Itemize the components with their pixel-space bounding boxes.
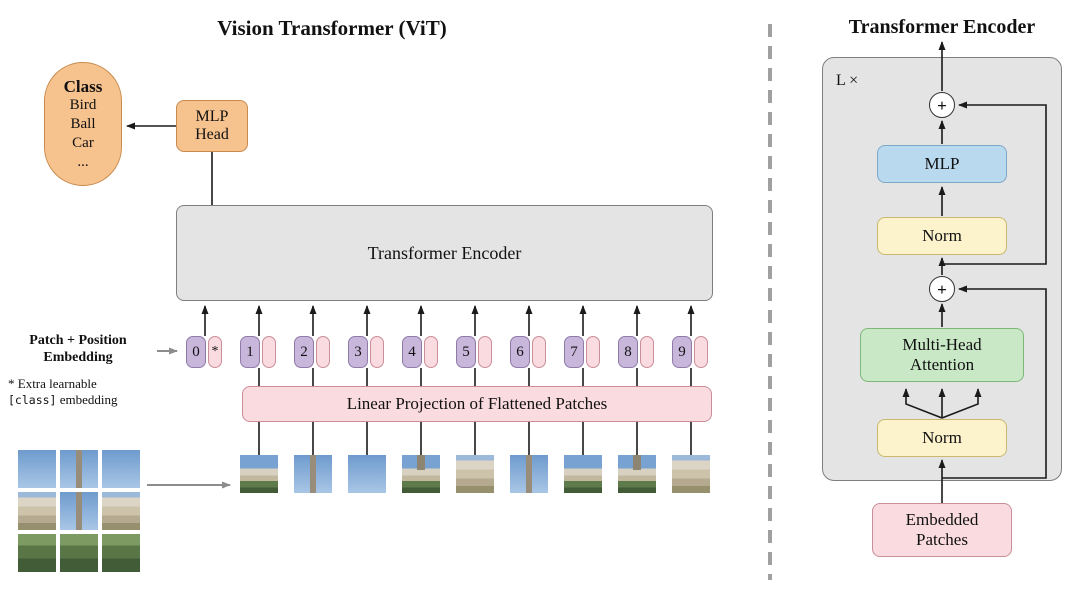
token-pair-4: 4	[402, 336, 438, 368]
image-patch-5	[456, 455, 494, 493]
linear-projection-box: Linear Projection of Flattened Patches	[242, 386, 712, 422]
grid-cell-5	[60, 492, 98, 530]
image-patch-8	[618, 455, 656, 493]
class-item: ...	[77, 153, 89, 170]
image-patch-6	[510, 455, 548, 493]
transformer-encoder-box: Transformer Encoder	[176, 205, 713, 301]
vit-title: Vision Transformer (ViT)	[217, 16, 447, 40]
image-patch-9	[672, 455, 710, 493]
position-token: 5	[456, 336, 476, 368]
mlp-head-box: MLP Head	[176, 100, 248, 152]
token-pair-0: 0 *	[186, 336, 222, 368]
note-line2: [class] embedding	[8, 392, 117, 408]
token-pair-5: 5	[456, 336, 492, 368]
patch-embedding-token	[316, 336, 330, 368]
class-heading: Class	[63, 76, 103, 96]
class-code: [class]	[8, 393, 57, 408]
note-line2-rest: embedding	[56, 392, 118, 408]
class-item: Car	[72, 134, 94, 151]
class-output-pill: Class Bird Ball Car ...	[44, 62, 122, 186]
patch-embedding-token	[694, 336, 708, 368]
image-patch-4	[402, 455, 440, 493]
position-token: 2	[294, 336, 314, 368]
encoder-block-container	[822, 57, 1062, 481]
patch-embedding-token	[586, 336, 600, 368]
patch-embedding-token	[478, 336, 492, 368]
grid-cell-6	[102, 492, 140, 530]
class-embedding-note: * Extra learnable [class] embedding	[8, 376, 117, 409]
patch-embedding-token	[640, 336, 654, 368]
patch-embedding-token	[262, 336, 276, 368]
layer-count-label: L ×	[836, 72, 859, 89]
grid-cell-1	[18, 450, 56, 488]
patch-embedding-token	[532, 336, 546, 368]
position-token: 4	[402, 336, 422, 368]
residual-add-bottom: +	[929, 276, 955, 302]
class-item: Bird	[69, 96, 97, 113]
token-pair-6: 6	[510, 336, 546, 368]
token-pair-1: 1	[240, 336, 276, 368]
residual-add-top: +	[929, 92, 955, 118]
position-token: 6	[510, 336, 530, 368]
grid-cell-2	[60, 450, 98, 488]
norm-box-bottom: Norm	[877, 419, 1007, 457]
grid-cell-7	[18, 534, 56, 572]
patch-embedding-token	[424, 336, 438, 368]
token-pair-2: 2	[294, 336, 330, 368]
position-token: 3	[348, 336, 368, 368]
patch-position-label: Patch + Position Embedding	[29, 333, 127, 365]
position-token: 8	[618, 336, 638, 368]
embedded-patches-box: Embedded Patches	[872, 503, 1012, 557]
image-patch-2	[294, 455, 332, 493]
token-pair-9: 9	[672, 336, 708, 368]
position-token: 9	[672, 336, 692, 368]
grid-cell-8	[60, 534, 98, 572]
note-line1: * Extra learnable	[8, 376, 97, 391]
norm-box-top: Norm	[877, 217, 1007, 255]
position-token: 0	[186, 336, 206, 368]
token-pair-7: 7	[564, 336, 600, 368]
encoder-title: Transformer Encoder	[848, 16, 1036, 38]
image-patch-1	[240, 455, 278, 493]
class-token: *	[208, 336, 222, 368]
grid-cell-9	[102, 534, 140, 572]
image-patch-7	[564, 455, 602, 493]
patch-embedding-token	[370, 336, 384, 368]
grid-cell-3	[102, 450, 140, 488]
mlp-box: MLP	[877, 145, 1007, 183]
token-pair-8: 8	[618, 336, 654, 368]
position-token: 1	[240, 336, 260, 368]
grid-cell-4	[18, 492, 56, 530]
position-token: 7	[564, 336, 584, 368]
multi-head-attention-box: Multi-Head Attention	[860, 328, 1024, 382]
class-item: Ball	[70, 115, 96, 132]
image-patch-3	[348, 455, 386, 493]
token-pair-3: 3	[348, 336, 384, 368]
